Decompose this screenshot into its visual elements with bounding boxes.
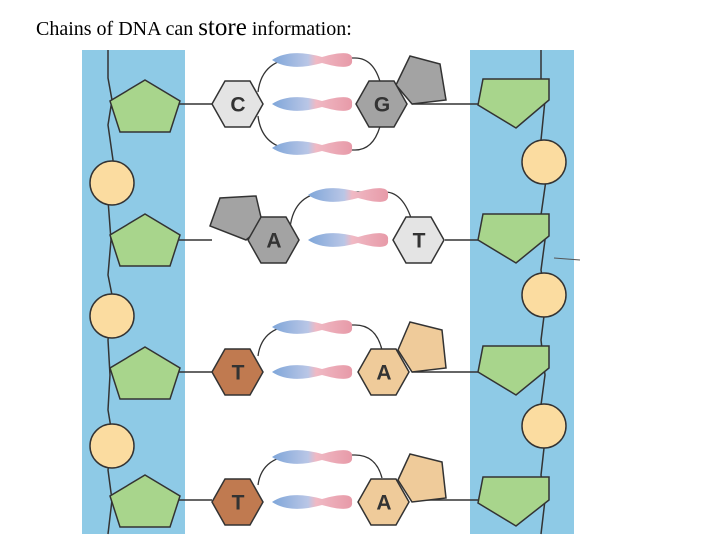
phosphate-circle bbox=[89, 423, 135, 469]
sugar-pentagon bbox=[477, 78, 550, 129]
base-hexagon-left-2 bbox=[247, 216, 300, 264]
phosphate-circle bbox=[521, 139, 567, 185]
base-letter-left-4: T bbox=[232, 492, 245, 515]
hydrogen-bond bbox=[272, 365, 353, 379]
base-letter-right-4: A bbox=[376, 492, 391, 515]
hydrogen-bond bbox=[308, 233, 389, 247]
sugar-pentagon bbox=[477, 345, 550, 396]
guanine-ring bbox=[395, 55, 447, 105]
right-phosphates bbox=[521, 139, 567, 449]
base-letter-left-1: C bbox=[230, 94, 245, 117]
base-letter-right-2: T bbox=[413, 230, 426, 253]
sugar-pentagon bbox=[109, 474, 181, 528]
hydrogen-bond bbox=[272, 97, 353, 111]
phosphate-circle bbox=[89, 160, 135, 206]
sugar-pentagon bbox=[109, 79, 181, 133]
purine-rings bbox=[209, 55, 447, 503]
connector-lines bbox=[178, 103, 478, 501]
adenine-ring-bottom-1 bbox=[397, 321, 447, 373]
hydrogen-bond bbox=[272, 450, 353, 464]
base-hexagon-right-3 bbox=[357, 348, 410, 396]
base-hexagon-right-2 bbox=[392, 216, 445, 264]
sugar-pentagon bbox=[477, 213, 550, 264]
left-sugars bbox=[109, 79, 181, 528]
base-hexagon-right-4 bbox=[357, 478, 410, 526]
adenine-ring-bottom-2 bbox=[397, 453, 447, 503]
hydrogen-bond bbox=[272, 141, 353, 155]
right-tick-mark bbox=[553, 257, 581, 261]
left-phosphates bbox=[89, 160, 135, 469]
base-hexagon-left-3 bbox=[211, 348, 264, 396]
phosphate-circle bbox=[521, 403, 567, 449]
hydrogen-bond bbox=[272, 320, 353, 334]
diagram-title: Chains of DNA can store information: bbox=[36, 14, 352, 42]
hydrogen-bond bbox=[272, 495, 353, 509]
phosphate-circle bbox=[521, 272, 567, 318]
base-letter-right-3: A bbox=[376, 362, 391, 385]
sugar-pentagon bbox=[477, 476, 550, 527]
sugar-pentagon bbox=[109, 213, 181, 267]
title-part1: Chains of DNA can bbox=[36, 18, 199, 40]
phosphate-circle bbox=[89, 293, 135, 339]
sugar-pentagon bbox=[109, 346, 181, 400]
title-emphasis: store bbox=[198, 14, 247, 41]
right-sugars bbox=[477, 78, 550, 527]
base-letter-right-1: G bbox=[374, 94, 390, 117]
hydrogen-bond bbox=[272, 53, 353, 67]
title-part2: information: bbox=[246, 18, 352, 40]
base-hexagon-left-1 bbox=[211, 80, 264, 128]
base-hexagon-left-4 bbox=[211, 478, 264, 526]
base-letter-left-2: A bbox=[266, 230, 281, 253]
hydrogen-bonds bbox=[272, 53, 389, 509]
base-letter-left-3: T bbox=[232, 362, 245, 385]
hydrogen-bond bbox=[308, 188, 389, 202]
bases bbox=[211, 80, 445, 526]
base-hexagon-right-1 bbox=[355, 80, 408, 128]
